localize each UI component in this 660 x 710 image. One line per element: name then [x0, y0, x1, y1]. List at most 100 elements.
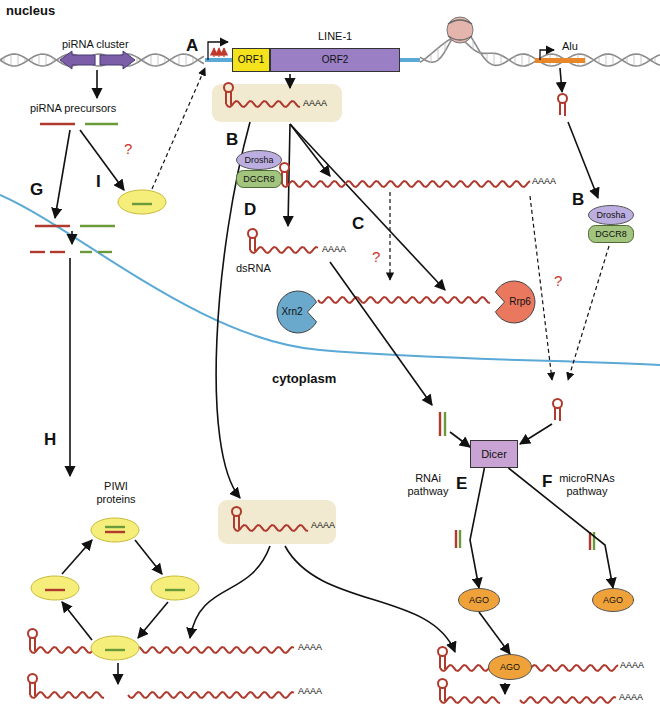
polya-tail: AAAA: [298, 686, 322, 696]
small-rna: [40, 123, 75, 125]
piwi-protein: [151, 576, 199, 600]
outline: [237, 151, 282, 170]
transcript-panel: [218, 500, 336, 544]
protein-box: DGCR8: [588, 225, 634, 243]
dna-rung: [627, 57, 628, 63]
node-text: AGO: [469, 596, 489, 605]
arrow: [330, 262, 432, 405]
region-label: cytoplasm: [272, 372, 336, 387]
arrow: [285, 546, 455, 652]
dna-rung: [165, 57, 166, 63]
rna-hairpin: [555, 408, 560, 421]
dna-rung: [151, 55, 152, 66]
polya-tail: AAAA: [620, 660, 644, 670]
arrow: [290, 124, 330, 176]
rna-hairpin: [440, 656, 445, 669]
panel-letter: B: [572, 190, 584, 210]
polya-tail: AAAA: [532, 176, 556, 186]
utr: [400, 58, 420, 62]
rna-loop: [553, 399, 562, 408]
small-rna: [105, 531, 125, 533]
small-rna: [132, 203, 152, 205]
exonuclease-pacman: Rrp6: [486, 280, 542, 324]
arrow: [290, 124, 445, 290]
outline: [237, 171, 282, 188]
outline: [233, 49, 270, 72]
dna-rung: [46, 54, 47, 65]
outline: [277, 291, 317, 333]
arrow: [117, 663, 119, 684]
node-text: DGCR8: [243, 175, 275, 184]
text-label: microRNAs pathway: [556, 472, 618, 497]
promoter-arrow: [223, 48, 224, 57]
rna-strand: [234, 525, 308, 531]
dna-rung: [53, 58, 54, 63]
rna-hairpin: [250, 238, 255, 251]
text-label: LINE-1: [318, 30, 352, 43]
dna-rung: [39, 54, 40, 65]
node-text: Drosha: [596, 211, 625, 220]
orf-box: ORF1: [232, 48, 270, 72]
dna-rung: [179, 55, 180, 65]
rna-hairpin: [234, 516, 239, 529]
outline: [489, 655, 532, 680]
panel-letter: H: [44, 430, 56, 450]
dna-rung: [193, 57, 194, 63]
panel-letter: D: [244, 200, 256, 220]
small-rna: [30, 251, 45, 253]
outline: [459, 589, 500, 612]
protein-oval: Drosha: [588, 205, 634, 225]
dna-rung: [25, 58, 26, 62]
promoter-arrow: [213, 48, 214, 57]
text-label: piRNA cluster: [62, 38, 129, 51]
arrow: [55, 130, 70, 218]
exonuclease-pacman: Xrn2: [270, 290, 326, 334]
outline: [471, 441, 518, 468]
outline: [593, 589, 634, 612]
outline: [589, 206, 634, 225]
ago-protein: AGO: [488, 654, 532, 680]
rna-strand: [226, 101, 300, 107]
connector-arrow: [470, 468, 484, 588]
arrow: [80, 130, 124, 190]
arrow: [96, 70, 98, 98]
small-rna: [459, 530, 461, 548]
arrow: [71, 231, 73, 244]
small-rna: [45, 589, 65, 591]
dna-rung: [529, 55, 530, 64]
node-text: ORF1: [238, 55, 265, 65]
dna-rung: [515, 56, 516, 63]
small-rna: [35, 225, 70, 227]
rna-strand: [282, 181, 530, 187]
arrow: [530, 196, 552, 380]
nucleosome-wrap: [448, 20, 472, 40]
orf-box: ORF2: [270, 48, 400, 72]
dna-rung: [32, 58, 33, 63]
small-rna: [439, 412, 441, 436]
rna-loop: [248, 229, 257, 238]
rna-hairpin: [30, 638, 35, 651]
rna-strand: [250, 247, 318, 253]
rna-strand: [440, 697, 500, 703]
dna-rung: [445, 43, 446, 52]
dna-rung: [487, 53, 488, 61]
dna-rung: [137, 57, 138, 63]
dna-rung: [144, 58, 145, 61]
rna-hairpin: [282, 172, 287, 185]
question-mark: ?: [554, 272, 562, 289]
text-label: PIWI proteins: [88, 480, 144, 505]
nucleosome: [447, 17, 473, 43]
rna-hairpin: [560, 103, 565, 116]
arrow: [389, 192, 390, 280]
dna-rung: [508, 59, 509, 60]
dna-rung: [172, 58, 173, 61]
small-rna: [105, 526, 125, 528]
dna-rung: [634, 54, 635, 66]
rna-hairpin: [30, 683, 35, 696]
rna-strand: [30, 647, 294, 653]
node-text: AGO: [603, 596, 623, 605]
text-label: Alu: [562, 40, 578, 53]
region-label: nucleus: [6, 4, 55, 19]
node-text: DGCR8: [595, 230, 627, 239]
rna-loop: [438, 647, 447, 656]
